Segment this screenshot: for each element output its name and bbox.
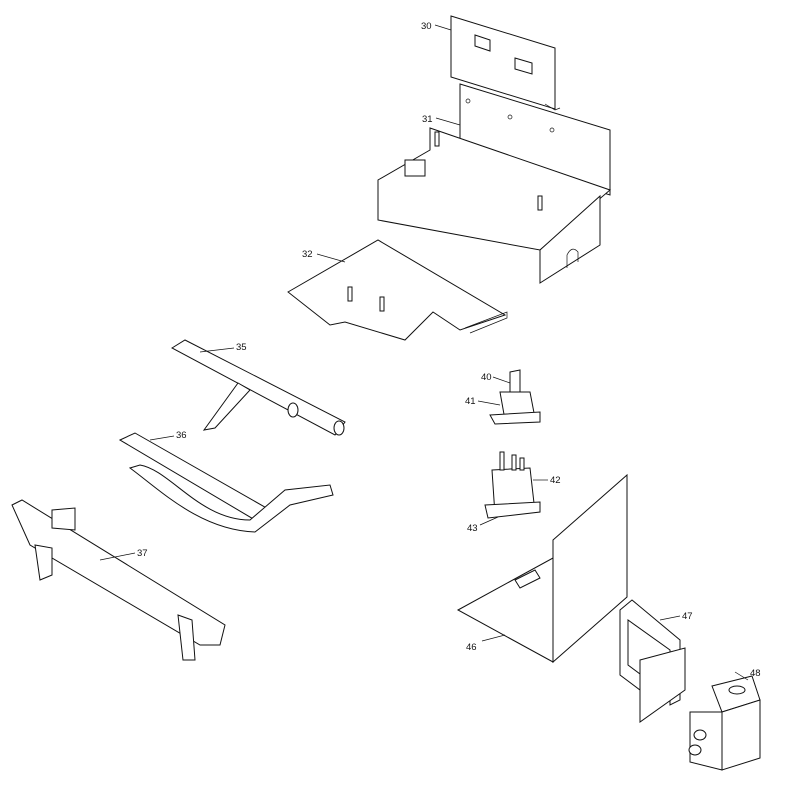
callout-43: 43: [467, 523, 478, 534]
part-32-base-plate: 32: [287, 239, 508, 341]
callout-35: 35: [236, 342, 247, 353]
part-42-43-gas-valve: 42 43: [467, 451, 561, 534]
callout-47: 47: [682, 611, 693, 622]
part-30-panel: 30: [421, 15, 561, 111]
callout-46: 46: [466, 642, 477, 653]
callout-30: 30: [421, 21, 432, 32]
callout-37: 37: [137, 548, 148, 559]
part-48-junction-box: 48: [688, 668, 761, 771]
part-47-bracket: 47: [619, 599, 693, 723]
part-40-41-bracket: 40 41: [465, 369, 541, 425]
callout-48: 48: [750, 668, 761, 679]
callout-40: 40: [481, 372, 492, 383]
part-35-burner-tube: 35: [170, 339, 346, 436]
part-31-cover: 31: [377, 83, 611, 284]
callout-42: 42: [550, 475, 561, 486]
callout-41: 41: [465, 396, 476, 407]
callout-31: 31: [422, 114, 433, 125]
part-46-side-panel: 46: [456, 473, 628, 664]
callout-32: 32: [302, 249, 313, 260]
part-37-grate: 37: [11, 499, 226, 661]
callout-36: 36: [176, 430, 187, 441]
part-36-burner: 36: [118, 430, 334, 533]
